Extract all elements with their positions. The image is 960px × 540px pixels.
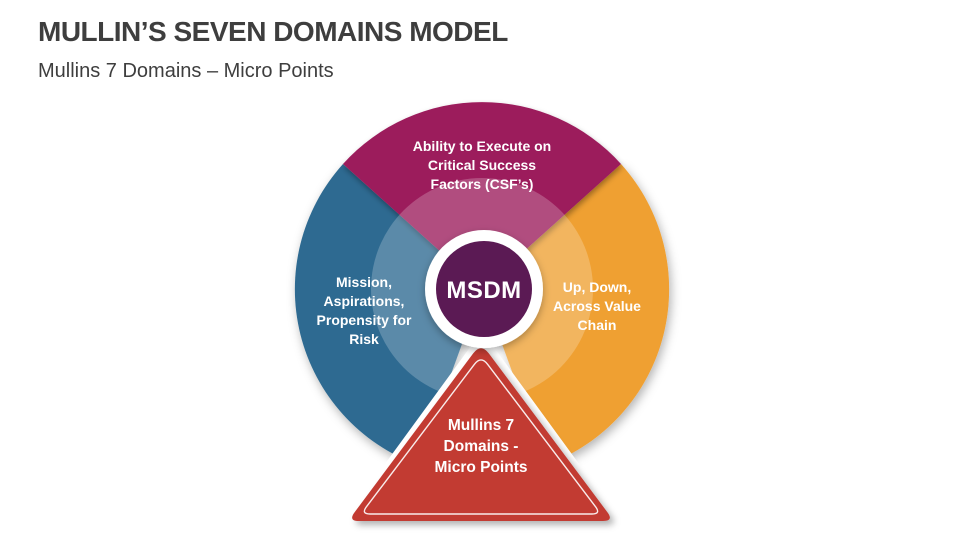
segment-right-label-line3: Chain <box>578 317 617 333</box>
segment-top-label-line3: Factors (CSF’s) <box>431 176 534 192</box>
triangle-label-line1: Mullins 7 <box>448 417 514 434</box>
center-circle <box>436 241 532 337</box>
segment-left-wedge <box>294 164 482 465</box>
segment-left-label-line3: Propensity for <box>317 312 412 328</box>
segment-top-label-line2: Critical Success <box>428 157 536 173</box>
triangle-label-line2: Domains - <box>444 438 519 455</box>
segment-top-wedge <box>343 102 621 290</box>
segment-right-wedge <box>482 164 670 465</box>
segment-left-label-line4: Risk <box>349 331 379 347</box>
center-label: MSDM <box>446 277 521 304</box>
slide-title: MULLIN’S SEVEN DOMAINS MODEL <box>38 16 508 47</box>
segment-top-label-line1: Ability to Execute on <box>413 138 551 154</box>
triangle-label-line3: Micro Points <box>434 459 527 476</box>
segment-right-label-line2: Across Value <box>553 298 641 314</box>
triangle-inner-outline <box>363 359 599 515</box>
slide-subtitle: Mullins 7 Domains – Micro Points <box>38 60 334 82</box>
segment-right-label-line1: Up, Down, <box>563 279 631 295</box>
segment-left-label-line1: Mission, <box>336 274 392 290</box>
segment-left-label-line2: Aspirations, <box>324 293 405 309</box>
triangle-shape <box>352 348 610 521</box>
